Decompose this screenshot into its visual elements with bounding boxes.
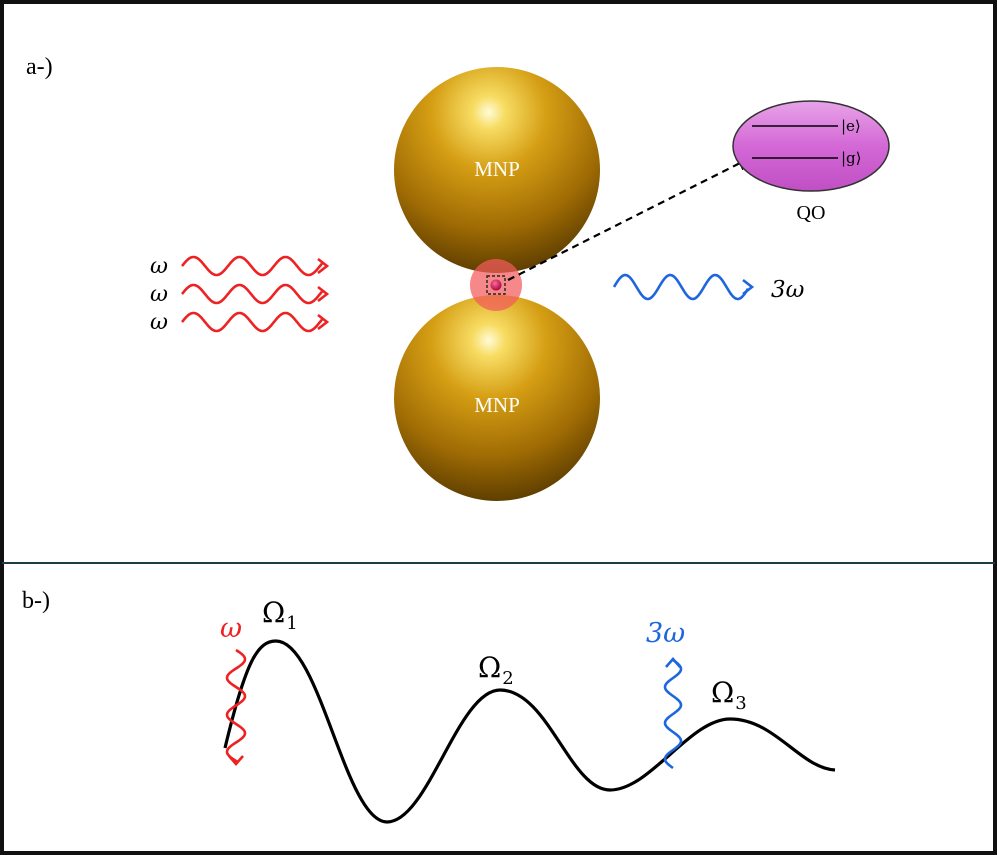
output-3omega-label: 3ω bbox=[646, 618, 685, 649]
input-omega-wave: ω bbox=[220, 613, 247, 766]
mnp-bottom-label: MNP bbox=[474, 393, 520, 417]
output-3omega-wave: 3ω bbox=[646, 618, 685, 770]
emitted-label: 3ω bbox=[771, 277, 805, 303]
emitted-wave-arrowhead bbox=[742, 278, 755, 296]
peak-label-2: Ω2 bbox=[478, 651, 514, 689]
mnp-top-label: MNP bbox=[474, 157, 520, 181]
resonance-curve bbox=[223, 639, 836, 824]
incident-wave-arrowhead-3 bbox=[317, 313, 330, 331]
output-wave-arrowhead bbox=[665, 657, 681, 668]
qo-ellipse bbox=[732, 100, 890, 192]
emitted-wave: 3ω bbox=[612, 273, 805, 303]
peak-label-1: Ω1 bbox=[262, 596, 298, 634]
mnp-bottom-sphere bbox=[394, 295, 600, 501]
peak-label-3: Ω3 bbox=[711, 676, 747, 714]
qo-label: QO bbox=[797, 202, 826, 224]
emitted-wave-path bbox=[612, 273, 750, 301]
quantum-object-dot bbox=[490, 279, 502, 291]
incident-omega-label-1: ω bbox=[150, 254, 168, 279]
input-wave-arrowhead bbox=[228, 755, 244, 766]
output-wave-path bbox=[663, 658, 683, 770]
panel-b-label: b-) bbox=[22, 588, 50, 614]
input-omega-label: ω bbox=[220, 613, 242, 644]
incident-omega-label-2: ω bbox=[150, 282, 168, 307]
ground-state-label: |g⟩ bbox=[841, 149, 862, 167]
incident-wave-3 bbox=[181, 311, 323, 333]
panel-b: b-) Ω1 Ω2 Ω3 ω 3ω bbox=[22, 588, 836, 824]
excited-state-label: |e⟩ bbox=[841, 117, 861, 135]
panel-a: a-) MNP MNP |e⟩ |g⟩ QO ω ω ω 3ω bbox=[26, 54, 890, 501]
input-wave-path bbox=[225, 648, 247, 764]
incident-wave-arrowhead-1 bbox=[317, 257, 330, 275]
mnp-top-sphere bbox=[394, 67, 600, 273]
qo-inset-box bbox=[486, 275, 506, 295]
incident-waves: ω ω ω bbox=[150, 254, 330, 335]
incident-wave-2 bbox=[181, 283, 323, 305]
incident-wave-1 bbox=[181, 255, 323, 277]
zoom-arrow bbox=[507, 156, 753, 281]
panel-a-label: a-) bbox=[26, 54, 53, 80]
incident-omega-label-3: ω bbox=[150, 310, 168, 335]
incident-wave-arrowhead-2 bbox=[317, 285, 330, 303]
